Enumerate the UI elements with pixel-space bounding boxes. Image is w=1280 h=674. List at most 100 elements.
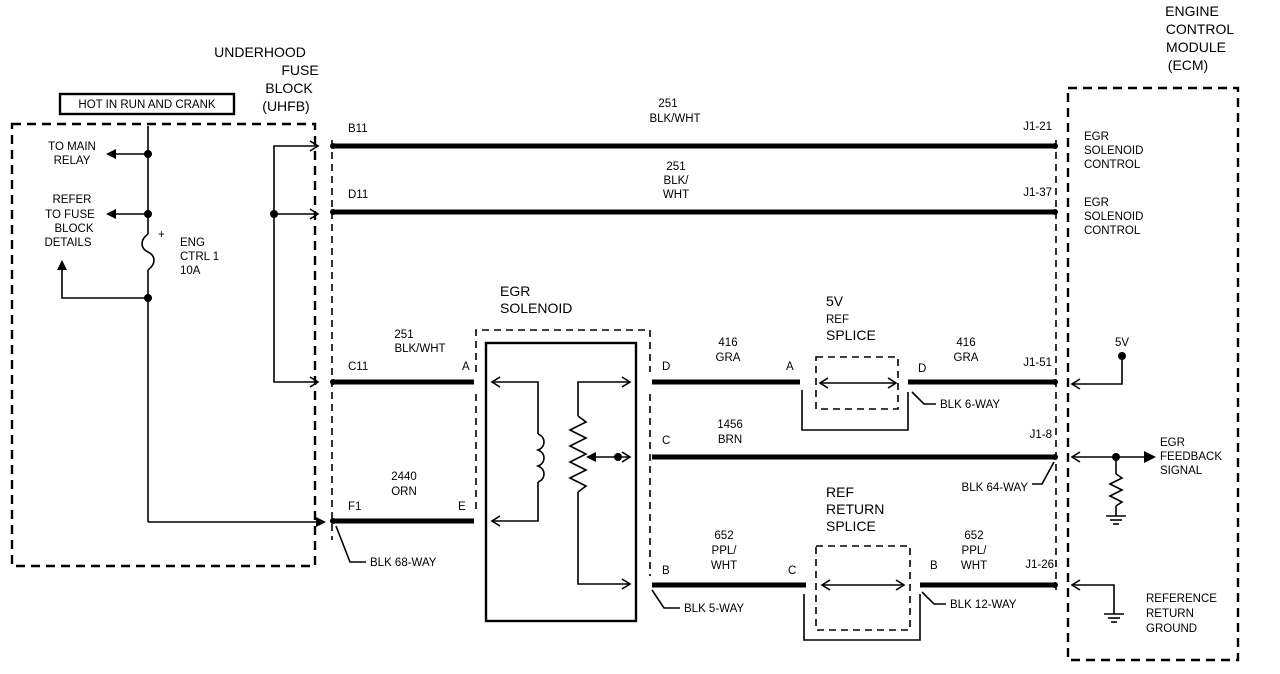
ecm-title-1: ENGINE: [1165, 3, 1219, 19]
arrow-right-icon: [621, 451, 632, 463]
ecm-feedback-2: FEEDBACK: [1160, 451, 1222, 463]
terminal-dot: [1052, 582, 1058, 588]
wire-652-a-color-1: PPL/: [712, 545, 738, 557]
wire-652-b-splice-pin: B: [930, 560, 938, 572]
wire-416-b: D 416 GRA J1-51: [908, 337, 1056, 385]
hot-in-run-box: [58, 92, 236, 116]
wire-b11-pin: B11: [348, 123, 368, 135]
splice-ref-body: [815, 545, 911, 631]
wire-416-a-color: GRA: [716, 352, 741, 364]
wire-d11-color-2: WHT: [663, 189, 689, 201]
uhfb-title-2: FUSE: [281, 62, 318, 78]
egr-solenoid-title-1: EGR: [500, 283, 530, 299]
arrow-left-icon: [820, 579, 831, 591]
wire-1456-ecm-pin: J1-8: [1030, 429, 1052, 441]
wire-416-b-splice-pin: D: [918, 363, 926, 375]
splice-ref-title-1: REF: [826, 484, 854, 500]
junction-dot: [270, 210, 278, 218]
wire-f1-sol-pin: E: [458, 501, 466, 513]
wire-416-a-sol-pin: D: [662, 361, 670, 373]
potentiometer-icon: [568, 415, 588, 493]
wire-d11-ecm-pin: J1-37: [1023, 187, 1052, 199]
egr-solenoid-title-2: SOLENOID: [500, 300, 572, 316]
wire-b11-ecm-pin: J1-21: [1023, 121, 1052, 133]
arrow-left-icon: [490, 515, 501, 527]
refer-label-1: REFER: [53, 194, 92, 206]
wire-652-a: B 652 PPL/ WHT C: [652, 530, 806, 588]
splice-5v-connector-label: BLK 6-WAY: [940, 399, 1000, 411]
arrow-right-icon: [309, 208, 320, 220]
refer-label-4: DETAILS: [44, 237, 91, 249]
main-relay-label-2: RELAY: [54, 155, 91, 167]
fuse-symbol: [141, 233, 155, 271]
splice-ref-connector-leader: [921, 591, 946, 605]
junction-dot: [614, 453, 622, 461]
ecm-ctrl2-1: EGR: [1084, 197, 1109, 209]
arrow-right-icon: [621, 376, 632, 388]
egr-solenoid-body: [484, 341, 638, 623]
fuse-label-2: CTRL 1: [180, 251, 219, 263]
ecm-ref-2: RETURN: [1146, 608, 1194, 620]
uhfb-connector-label: BLK 68-WAY: [370, 557, 437, 569]
wire-f1-pin: F1: [348, 501, 361, 513]
wire-652-b-color-2: WHT: [961, 560, 987, 572]
splice-ref-return: REF RETURN SPLICE BLK 12-WAY: [803, 484, 1017, 641]
wire-d11: D11 251 BLK/ WHT J1-37: [332, 161, 1056, 215]
wire-652-b-ecm-pin: J1-26: [1025, 559, 1054, 571]
hot-in-run-label: HOT IN RUN AND CRANK: [78, 99, 215, 111]
wire-1456-sol-pin: C: [662, 435, 670, 447]
splice-ref-title-2: RETURN: [826, 501, 884, 517]
wire-b11-circuit: 251: [658, 98, 677, 110]
splice-ref-outline: [803, 594, 921, 641]
arrow-left-icon: [1070, 451, 1081, 463]
arrow-right-icon: [309, 376, 320, 388]
refer-label-3: BLOCK: [55, 223, 94, 235]
fuse-label-1: ENG: [180, 237, 205, 249]
terminal-dot: [330, 518, 336, 524]
terminal-dot: [1052, 143, 1058, 149]
wire-b11-color: BLK/WHT: [649, 113, 700, 125]
wire-652-a-color-2: WHT: [711, 560, 737, 572]
wire-652-a-splice-pin: C: [788, 565, 796, 577]
wire-f1-color: ORN: [391, 486, 417, 498]
pot-lead-top: [577, 381, 630, 416]
terminal-dot: [330, 379, 336, 385]
arrow-left-icon: [106, 149, 116, 159]
wire-d11-color-1: BLK/: [664, 175, 690, 187]
wire-b11: B11 251 BLK/WHT J1-21: [332, 98, 1056, 149]
egr-solenoid-dashed-outline: [475, 329, 651, 372]
uhfb-outline: [10, 122, 317, 568]
coil-lead-bottom: [492, 482, 539, 522]
ecm-5v-line: [1072, 352, 1123, 385]
ecm-ctrl2-3: CONTROL: [1084, 225, 1141, 237]
egr-connector-label: BLK 5-WAY: [684, 603, 744, 615]
wire-652-b: B 652 PPL/ WHT J1-26: [920, 530, 1056, 588]
wire-416-b-circuit: 416: [956, 337, 975, 349]
underhood-fuse-block: UNDERHOOD FUSE BLOCK (UHFB) HOT IN RUN A…: [10, 44, 326, 568]
ecm-ref-1: REFERENCE: [1146, 593, 1217, 605]
wire-c11: C11 251 BLK/WHT A: [332, 329, 474, 385]
coil-lead-top: [492, 381, 539, 434]
ecm-5v-label: 5V: [1115, 337, 1129, 349]
wire-652-a-sol-pin: B: [662, 565, 670, 577]
ecm-ctrl1-1: EGR: [1084, 131, 1109, 143]
ecm-title-3: MODULE: [1166, 39, 1226, 55]
resistor-icon: [1108, 473, 1124, 507]
refer-label-2: TO FUSE: [45, 209, 95, 221]
wire-416-b-color: GRA: [954, 352, 979, 364]
wiper-arrow-icon: [586, 452, 596, 462]
main-relay-label-1: TO MAIN: [48, 141, 96, 153]
engine-control-module: ENGINE CONTROL MODULE (ECM) EGR SOLENOID…: [1066, 3, 1240, 662]
ecm-outline: [1066, 86, 1240, 662]
ecm-ctrl2-2: SOLENOID: [1084, 211, 1143, 223]
wire-c11-sol-pin: A: [462, 361, 470, 373]
wire-652-b-circuit: 652: [964, 530, 983, 542]
wire-c11-circuit: 251: [394, 329, 413, 341]
splice-5v-connector-leader: [911, 391, 936, 405]
arrow-right-icon: [895, 579, 906, 591]
splice-ref-connector-label: BLK 12-WAY: [950, 599, 1017, 611]
arrow-right-icon: [309, 140, 320, 152]
wire-652-b-color-1: PPL/: [962, 545, 988, 557]
egr-connector-leader: [651, 589, 680, 609]
uhfb-connector-leader: [335, 525, 366, 563]
